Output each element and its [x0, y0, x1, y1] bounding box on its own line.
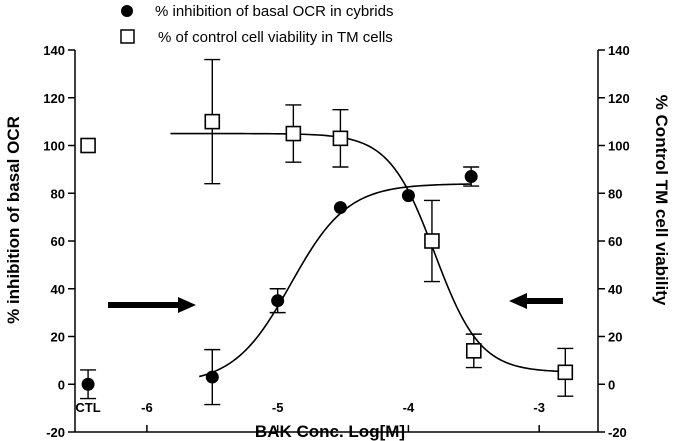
right-y-tick-label: 140 — [608, 43, 630, 58]
data-point-viability — [285, 125, 302, 142]
error-bars — [80, 58, 574, 406]
left-y-tick-label: 100 — [43, 139, 65, 154]
right-y-axis-title: % Control TM cell viability — [652, 95, 671, 306]
data-point-ocr — [401, 189, 415, 203]
right-y-tick-label: 0 — [608, 377, 615, 392]
data-point-viability — [332, 130, 349, 147]
left-y-tick-label: 0 — [58, 377, 65, 392]
fit-curve-ocr — [199, 183, 472, 378]
data-point-ocr-ctl — [81, 377, 95, 391]
left-y-ticks: -20 0 20 40 60 80 100 120 140 — [43, 43, 75, 440]
legend: % inhibition of basal OCR in cybrids % o… — [120, 3, 393, 46]
left-y-tick-label: 20 — [51, 330, 65, 345]
arrow-pointing-right-axis — [509, 293, 563, 309]
right-y-ticks: -20 0 20 40 60 80 100 120 140 — [598, 43, 630, 440]
x-tick-label: -5 — [272, 400, 284, 415]
left-y-tick-label: -20 — [46, 425, 65, 440]
data-point-viability — [557, 364, 574, 381]
left-y-tick-label: 40 — [51, 282, 65, 297]
data-point-ocr — [333, 201, 347, 215]
x-tick-label: -3 — [533, 400, 545, 415]
data-point-viability — [465, 343, 482, 359]
x-tick-label: -4 — [403, 400, 415, 415]
left-y-tick-label: 60 — [51, 234, 65, 249]
arrow-pointing-left-axis — [108, 297, 196, 313]
x-ticks: -6 -5 -4 -3 CTL — [75, 400, 545, 432]
right-y-tick-label: -20 — [608, 425, 627, 440]
data-point-viability — [204, 113, 221, 130]
right-y-tick-label: 60 — [608, 234, 622, 249]
data-point-ocr — [205, 370, 219, 384]
legend-label-viability: % of control cell viability in TM cells — [158, 29, 393, 46]
right-y-tick-label: 80 — [608, 186, 622, 201]
data-point-ocr — [464, 170, 478, 184]
x-axis-title: BAK Conc. Log[M] — [255, 422, 405, 441]
data-point-viability — [424, 233, 440, 249]
fit-curves — [170, 132, 566, 378]
legend-marker-ocr — [121, 5, 133, 17]
left-y-tick-label: 140 — [43, 43, 65, 58]
fit-curve-viability — [170, 132, 566, 373]
legend-label-ocr: % inhibition of basal OCR in cybrids — [155, 3, 393, 20]
legend-marker-viability — [120, 29, 135, 44]
axes — [74, 50, 599, 433]
right-y-tick-label: 20 — [608, 330, 622, 345]
left-y-tick-label: 80 — [51, 186, 65, 201]
data-point-viability-ctl — [80, 137, 96, 154]
left-y-axis-title: % inhibition of basal OCR — [4, 116, 23, 324]
data-points — [80, 113, 574, 391]
data-point-ocr — [271, 294, 285, 308]
right-y-tick-label: 40 — [608, 282, 622, 297]
left-y-tick-label: 120 — [43, 91, 65, 106]
x-tick-label-ctl: CTL — [75, 400, 100, 415]
right-y-tick-label: 100 — [608, 139, 630, 154]
right-y-tick-label: 120 — [608, 91, 630, 106]
x-tick-label: -6 — [141, 400, 153, 415]
